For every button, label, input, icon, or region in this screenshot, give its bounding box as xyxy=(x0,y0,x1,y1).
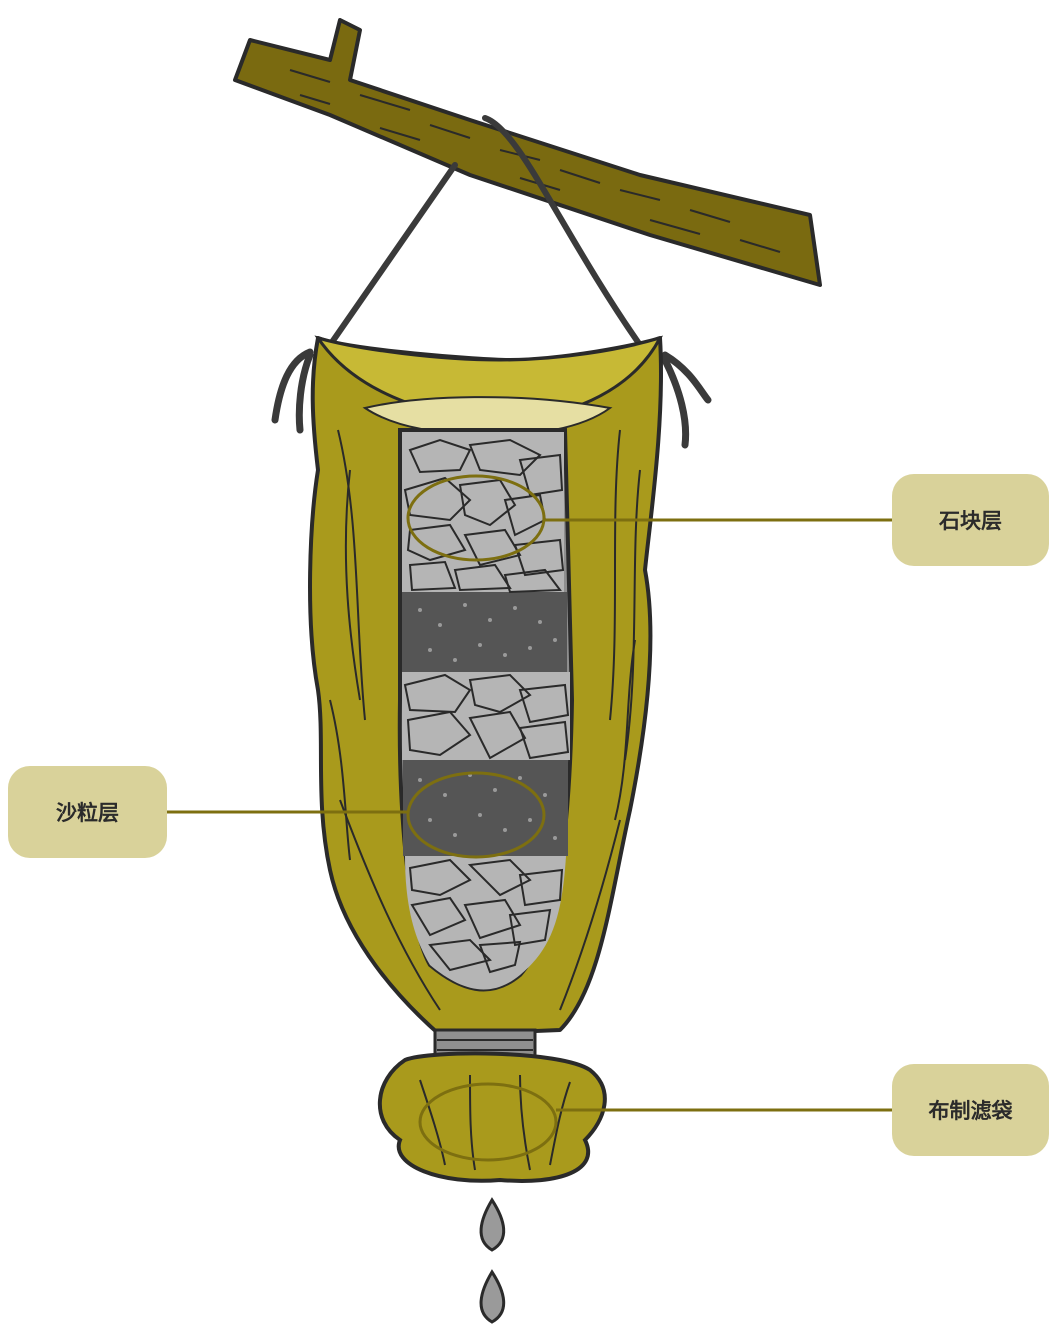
water-drops xyxy=(481,1200,504,1322)
water-drop-icon xyxy=(481,1272,504,1322)
cloth-filter-bag-label: 布制滤袋 xyxy=(892,1064,1049,1156)
tree-branch xyxy=(235,20,820,285)
stone-layer-label: 石块层 xyxy=(892,474,1049,566)
cloth-filter-bag xyxy=(380,1053,605,1181)
water-drop-icon xyxy=(481,1200,504,1250)
sand-layer-upper xyxy=(402,592,567,684)
sand-layer-label: 沙粒层 xyxy=(8,766,167,858)
